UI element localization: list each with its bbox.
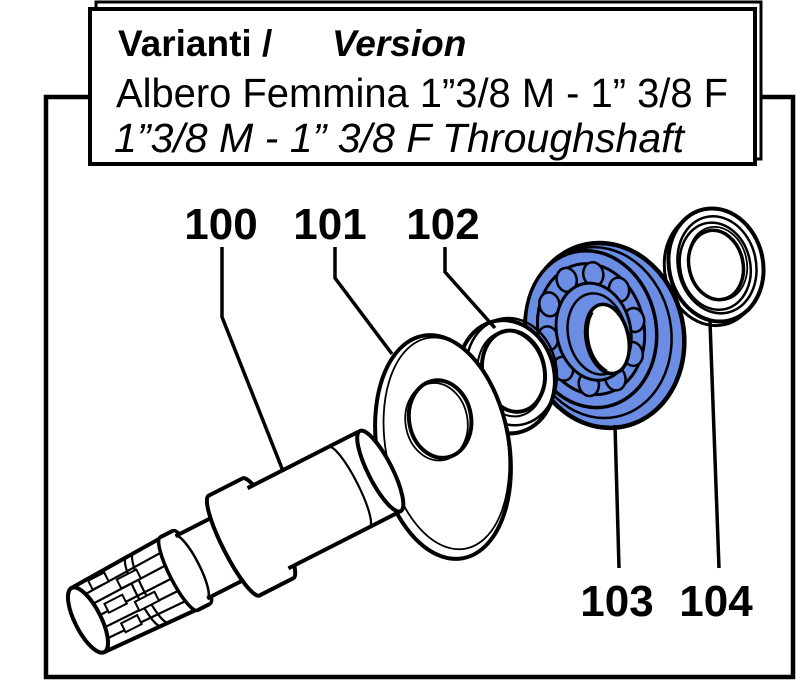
part-label-100: 100 — [184, 200, 257, 249]
title-box — [88, 7, 757, 166]
shaft-spline-notches — [86, 568, 161, 634]
shaft-tip-face — [65, 585, 111, 655]
washer-hole — [406, 378, 474, 460]
shaft-main-cylinder — [247, 431, 399, 569]
part-100-shaft — [65, 428, 406, 655]
seal-ring-line-2 — [678, 221, 753, 312]
title-line1-version: Version — [332, 23, 466, 64]
leader-line-102 — [443, 247, 497, 330]
shaft-mid-cylinder — [175, 514, 251, 599]
bearing-bore-shadow — [583, 310, 608, 375]
leader-line-100 — [220, 247, 285, 472]
title-line3: 1”3/8 M - 1” 3/8 F Throughshaft — [114, 115, 686, 161]
title-line1-main: Varianti / — [118, 23, 272, 64]
shaft-spline-lines — [78, 550, 189, 643]
seal-bore-line — [687, 226, 749, 302]
leader-line-103 — [613, 424, 621, 569]
part-101-washer — [373, 333, 513, 561]
seal-ring-line-1 — [676, 214, 758, 315]
shaft-end-face — [355, 428, 406, 514]
part-label-104: 104 — [679, 577, 753, 626]
part-104-seal-ring — [662, 206, 766, 328]
part-label-103: 103 — [580, 577, 653, 626]
part-103-bearing — [522, 240, 687, 431]
leader-line-104 — [708, 321, 721, 569]
part-label-101: 101 — [293, 200, 366, 249]
washer-hole-line — [404, 382, 469, 462]
leader-line-101 — [333, 247, 394, 356]
shaft-collar-body — [208, 478, 294, 596]
part-label-102: 102 — [406, 200, 479, 249]
title-line2: Albero Femmina 1”3/8 M - 1” 3/8 F — [116, 70, 728, 116]
